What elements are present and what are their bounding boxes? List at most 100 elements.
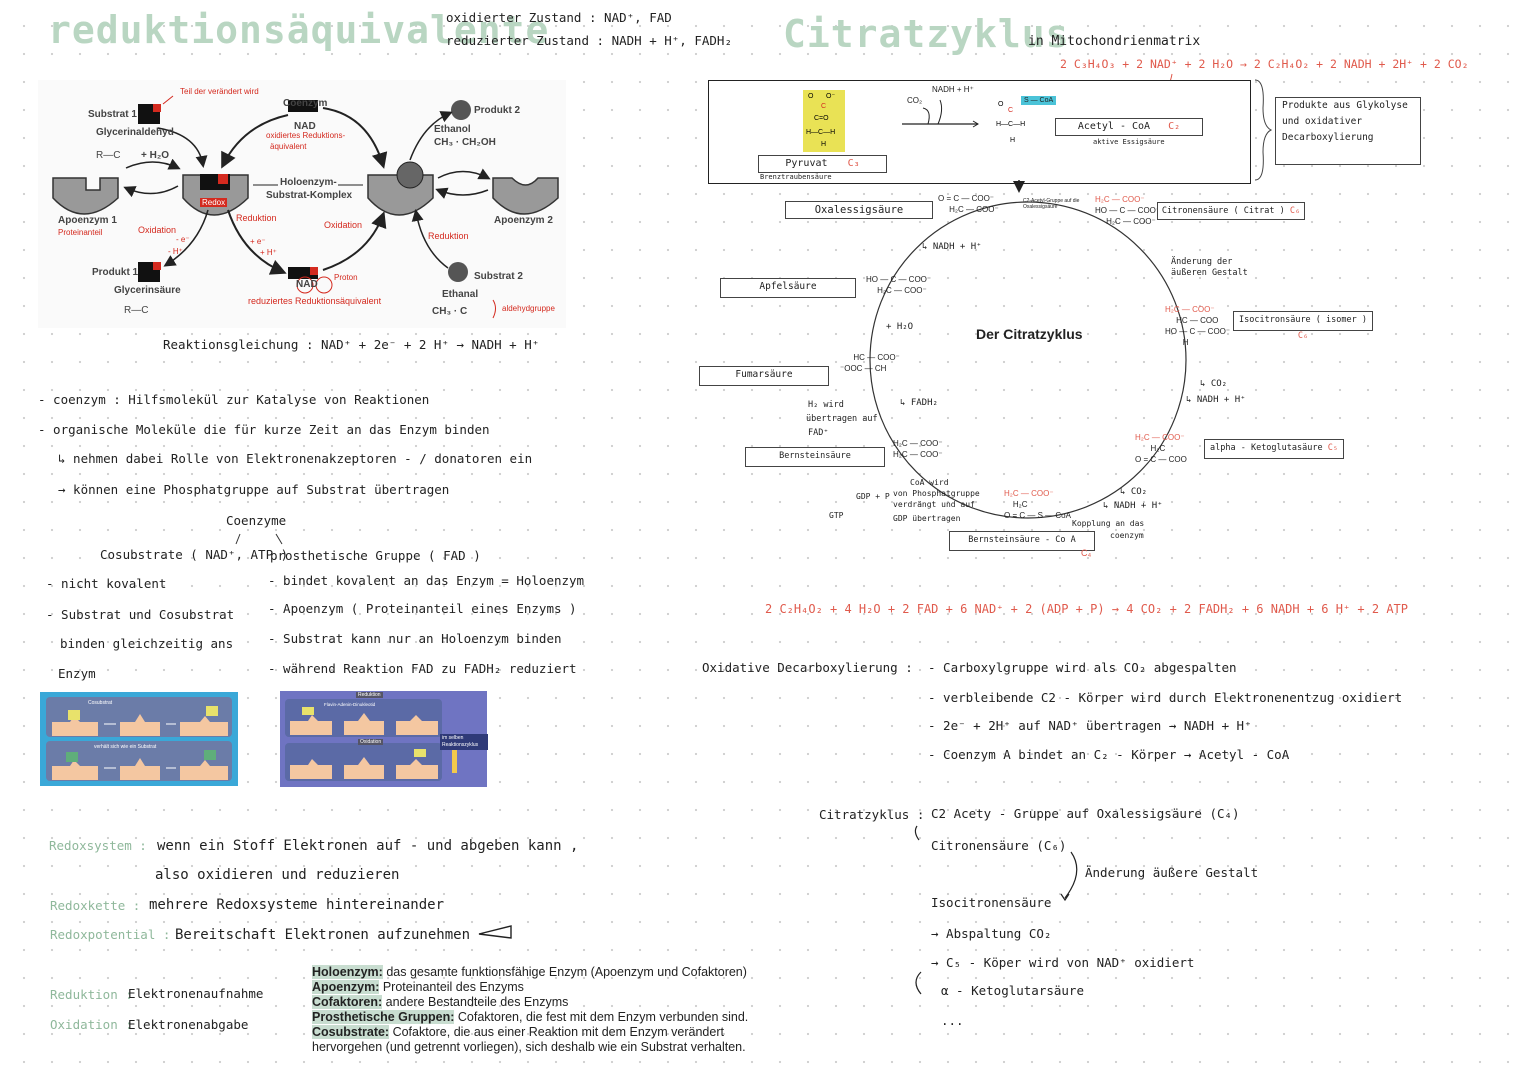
- label-formula-bl: R—C: [124, 305, 149, 316]
- label-ox-red-equiv: oxidiertes Reduktions-: [266, 131, 346, 140]
- coenzyme-branch-lines: [235, 533, 283, 545]
- svg-text:C: C: [821, 103, 826, 110]
- fumarsaeure-box: Fumarsäure: [699, 366, 829, 386]
- glossary-text: Proteinanteil des Enzyms: [379, 980, 524, 994]
- glossary-row: hervorgehen (und getrennt vorliegen), si…: [312, 1040, 748, 1055]
- cosubstrate-heading: Cosubstrate ( NAD⁺, ATP ): [100, 547, 289, 562]
- illu1-label: Cosubstrat: [88, 700, 113, 706]
- illu2-label: Flavin-Adenin-Dinukleotid: [324, 702, 376, 707]
- label-plus-e: + e⁻: [250, 237, 266, 246]
- oxidation-term: Oxidation :: [50, 1017, 133, 1032]
- cycle-coa-wird4: GDP übertragen: [893, 514, 961, 523]
- oxdec-title: Oxidative Decarboxylierung :: [702, 660, 913, 675]
- label-apoenzym2: Apoenzym 2: [494, 215, 553, 226]
- holo-complex-left: [182, 174, 249, 216]
- cycle-nadh3: ↳ NADH + H⁺: [1103, 501, 1163, 511]
- oxdec-item: - verbleibende C2 - Körper wird durch El…: [928, 690, 1403, 705]
- label-ethanol: Ethanol: [434, 124, 471, 135]
- svg-text:H: H: [821, 141, 826, 148]
- glossary-text: das gesamte funktionsfähige Enzym (Apoen…: [382, 965, 747, 979]
- label-coenzym: Coenzym: [283, 98, 328, 109]
- cz-arrows: [914, 825, 1078, 995]
- redoxpotential-term: Redoxpotential :: [50, 927, 171, 942]
- cycle-coa-wird: CoA wird: [910, 478, 949, 487]
- cycle-h2o: + H₂O: [886, 322, 914, 332]
- prosthetic-heading: prosthetische Gruppe ( FAD ): [270, 548, 481, 563]
- enzyme-diagram: Teil der verändert wird Substrat 1 Glyce…: [38, 80, 566, 328]
- citronen-carbon: C₆: [1289, 206, 1301, 216]
- cycle-nadh1: ↳ NADH + H⁺: [922, 242, 982, 252]
- label-substrat1: Substrat 1: [88, 109, 137, 120]
- label-ethanol-formula: CH₃ · CH₂OH: [434, 137, 496, 148]
- glossary-text: Cofaktore, die aus einer Reaktion mit de…: [389, 1025, 724, 1039]
- label-formula-left: R—C: [96, 150, 121, 161]
- succinat-formula: H₂C — COO⁻H₂C — COO⁻: [893, 439, 943, 459]
- pyruvat-label: Pyruvat: [785, 158, 828, 169]
- glossary-term: Apoenzym:: [312, 980, 380, 994]
- side-note-line: und oxidativer: [1282, 116, 1363, 127]
- citrate-cycle-ring: [869, 180, 1187, 519]
- bernsteinsaeure-box: Bernsteinsäure: [745, 447, 885, 467]
- svg-text:C: C: [1008, 107, 1013, 114]
- label-produkt1: Produkt 1: [92, 267, 139, 278]
- side-brace: [1254, 79, 1273, 181]
- cycle-coa-wird2: von Phosphatgruppe: [893, 489, 980, 498]
- cosubstrate-illustration: Cosubstrat verhält sich wie ein Substrat: [40, 692, 238, 786]
- glossary-term: Prosthetische Gruppen:: [312, 1010, 455, 1024]
- svg-text:O⁻: O⁻: [826, 93, 835, 100]
- cz-title: Citratzyklus :: [819, 807, 925, 822]
- label-produkt2: Produkt 2: [474, 105, 521, 116]
- cycle-fadh2: ↳ FADH₂: [900, 398, 938, 408]
- oxdec-item: - Carboxylgruppe wird als CO₂ abgespalte…: [928, 660, 1237, 675]
- oxalessigsaeure-box: Oxalessigsäure: [785, 201, 933, 219]
- c2-group-note: C2-Acetyl-Gruppe auf die Oxalessigsäure: [1023, 198, 1080, 210]
- coenzyme-heading: Coenzyme: [226, 513, 287, 528]
- glossary-row: Cosubstrate: Cofaktore, die aus einer Re…: [312, 1025, 748, 1040]
- illu1-label: verhält sich wie ein Substrat: [94, 744, 157, 750]
- cosubstrate-item: - nicht kovalent: [46, 576, 167, 591]
- isocitronensaeure-label: Isocitronsäure ( isomer ): [1239, 315, 1367, 325]
- title-citratzyklus: Citratzyklus: [783, 12, 1070, 56]
- glossary-text: hervorgehen (und getrennt vorliegen), si…: [312, 1040, 746, 1054]
- glossary-row: Holoenzym: das gesamte funktionsfähige E…: [312, 965, 748, 980]
- bernsteinsaeure-coa-box: Bernsteinsäure - Co A: [949, 531, 1095, 551]
- aktive-essigsaeure: aktive Essigsäure: [1093, 138, 1165, 146]
- cycle-aenderung: Änderung der: [1171, 257, 1233, 267]
- bernstein-coa-carbon: C₄: [1081, 548, 1092, 558]
- illu1-shapes: [52, 706, 228, 780]
- label-reduced-equiv: reduziertes Reduktionsäquivalent: [248, 296, 382, 306]
- label-minus-h: - H⁺: [168, 247, 183, 256]
- cz-step: → C₅ - Köper wird von NAD⁺ oxidiert: [931, 955, 1195, 970]
- label-ethanal-formula: CH₃ · C: [432, 306, 468, 317]
- cz-step: Isocitronensäure: [931, 895, 1052, 910]
- glossary-text: andere Bestandteile des Enzyms: [382, 995, 569, 1009]
- redoxsystem-text2: also oxidieren und reduzieren: [155, 867, 400, 883]
- side-note-line: Produkte aus Glykolyse: [1282, 100, 1408, 111]
- reaction-equation: Reaktionsgleichung : NAD⁺ + 2e⁻ + 2 H⁺ →…: [163, 337, 540, 352]
- ketoglutarsaeure-label: alpha - Ketoglutasäure: [1210, 443, 1323, 453]
- glossary-term: Holoenzym:: [312, 965, 383, 979]
- co2-released: CO₂: [907, 96, 923, 105]
- ketoglutarsaeure-box: alpha - Ketoglutasäure C₅: [1204, 439, 1344, 459]
- wedge-icon: [478, 925, 512, 939]
- redoxkette-text: mehrere Redoxsysteme hintereinander: [149, 897, 445, 913]
- cosubstrate-item: Enzym: [58, 666, 96, 681]
- prosthetic-item: - während Reaktion FAD zu FADH₂ reduzier…: [268, 661, 577, 676]
- glossary-term: Cofaktoren:: [312, 995, 383, 1009]
- cycle-h2-wird2: übertragen auf: [806, 414, 878, 424]
- label-reduktion-left: Reduktion: [236, 213, 277, 223]
- label-glycerinaldehyd: Glycerinaldehyd: [96, 127, 174, 138]
- apoenzym2-shape: [492, 177, 559, 215]
- note-line: → können eine Phosphatgruppe auf Substra…: [58, 482, 450, 497]
- cycle-nadh2: ↳ NADH + H⁺: [1186, 395, 1246, 405]
- side-note-box: Produkte aus Glykolyse und oxidativer De…: [1275, 97, 1421, 165]
- acetyl-label: Acetyl - CoA: [1077, 121, 1151, 132]
- isocitronensaeure-box: Isocitronsäure ( isomer ) C₆: [1233, 311, 1373, 341]
- citronensaeure-label: Citronensäure ( Citrat ): [1161, 206, 1285, 216]
- label-oxidation-right: Oxidation: [324, 220, 363, 230]
- cycle-aenderung2: äußeren Gestalt: [1171, 268, 1248, 278]
- cz-step: C2 Acety - Gruppe auf Oxalessigsäure (C₄…: [931, 806, 1240, 821]
- label-ox-red-equiv2: äquivalent: [270, 142, 307, 151]
